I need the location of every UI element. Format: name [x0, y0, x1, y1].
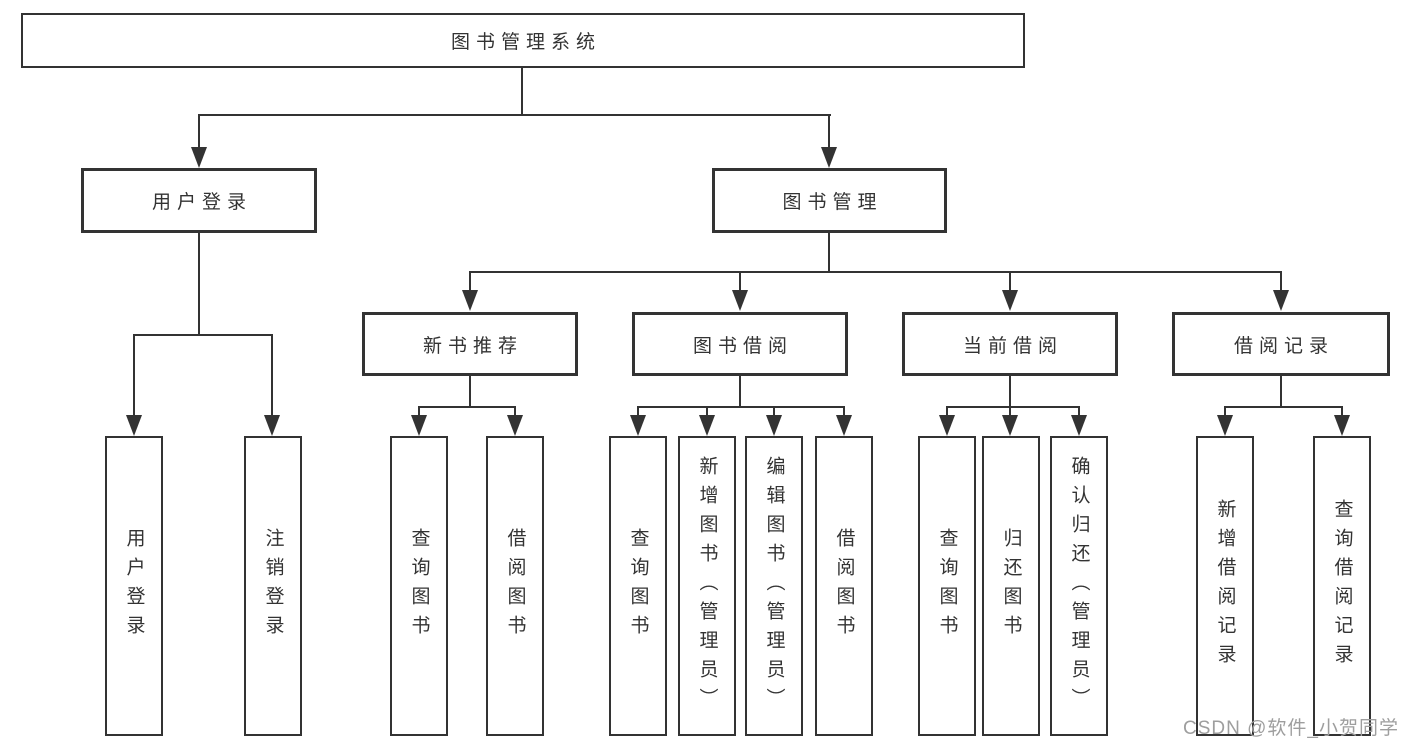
arrowhead-cb-2: [1071, 415, 1087, 436]
node-book-borrow: 图书借阅: [632, 312, 848, 376]
connector-stub-bb-2: [773, 406, 775, 417]
connector-stub-bb-0: [637, 406, 639, 417]
connector-stub-new-books: [469, 271, 471, 292]
connector-book-mgmt-down: [828, 233, 830, 273]
leaf-borrow-borrow-book-label: 借阅图书: [833, 528, 855, 644]
leaf-user-login-label: 用户登录: [123, 528, 145, 644]
arrowhead-bb-1: [699, 415, 715, 436]
leaf-borrow-edit-book: 编辑图书（管理员）: [745, 436, 803, 736]
node-current-borrow-label: 当前借阅: [962, 335, 1063, 357]
node-root-label: 图书管理系统: [450, 32, 601, 53]
connector-stub-br-1: [1341, 406, 1343, 417]
connector-stub-book-mgmt: [828, 114, 830, 148]
leaf-borrow-borrow-book: 借阅图书: [815, 436, 873, 736]
arrowhead-bb-0: [630, 415, 646, 436]
connector-stub-br-0: [1224, 406, 1226, 417]
connector-current-borrow-rail: [946, 406, 1080, 408]
connector-new-books-rail: [418, 406, 516, 408]
leaf-records-add: 新增借阅记录: [1196, 436, 1254, 736]
leaf-current-confirm-return: 确认归还（管理员）: [1050, 436, 1108, 736]
connector-borrow-records-rail: [1224, 406, 1343, 408]
connector-stub-bb-1: [706, 406, 708, 417]
node-book-management: 图书管理: [712, 168, 947, 233]
arrowhead-bb-3: [836, 415, 852, 436]
connector-level2-rail: [198, 114, 831, 116]
leaf-logout-label: 注销登录: [262, 528, 284, 644]
leaf-current-return-label: 归还图书: [1000, 528, 1022, 644]
node-user-login: 用户登录: [81, 168, 317, 233]
connector-stub-bb-3: [843, 406, 845, 417]
leaf-logout: 注销登录: [244, 436, 302, 736]
connector-stub-cb-1: [1009, 406, 1011, 417]
connector-stub-current-borrow: [1009, 271, 1011, 292]
connector-stub-leaf-login: [133, 334, 135, 417]
node-new-book-recommend-label: 新书推荐: [422, 335, 523, 357]
arrowhead-cb-0: [939, 415, 955, 436]
node-borrow-records: 借阅记录: [1172, 312, 1390, 376]
leaf-borrow-query-label: 查询图书: [627, 528, 649, 644]
leaf-current-query: 查询图书: [918, 436, 976, 736]
arrowhead-cb-1: [1002, 415, 1018, 436]
arrowhead-user-login: [191, 147, 207, 168]
leaf-records-query-label: 查询借阅记录: [1331, 499, 1353, 673]
connector-stub-cb-0: [946, 406, 948, 417]
leaf-current-confirm-return-label: 确认归还（管理员）: [1068, 455, 1090, 717]
leaf-current-return: 归还图书: [982, 436, 1040, 736]
node-user-login-label: 用户登录: [151, 192, 252, 213]
arrowhead-current-borrow: [1002, 290, 1018, 311]
leaf-borrow-edit-book-label: 编辑图书（管理员）: [763, 455, 785, 717]
node-root: 图书管理系统: [21, 13, 1025, 68]
connector-stub-nb-1: [514, 406, 516, 417]
leaf-records-add-label: 新增借阅记录: [1214, 499, 1236, 673]
leaf-user-login: 用户登录: [105, 436, 163, 736]
node-current-borrow: 当前借阅: [902, 312, 1118, 376]
connector-borrow-records-down: [1280, 376, 1282, 407]
arrowhead-leaf-logout: [264, 415, 280, 436]
connector-stub-user-login: [198, 114, 200, 148]
connector-user-login-down: [198, 233, 200, 336]
arrowhead-book-borrow: [732, 290, 748, 311]
leaf-borrow-add-book-label: 新增图书（管理员）: [696, 455, 718, 717]
connector-stub-borrow-records: [1280, 271, 1282, 292]
arrowhead-leaf-login: [126, 415, 142, 436]
leaf-records-query: 查询借阅记录: [1313, 436, 1371, 736]
arrowhead-borrow-records: [1273, 290, 1289, 311]
watermark: CSDN @软件_小贺同学: [1183, 718, 1399, 739]
connector-root-down: [521, 68, 523, 116]
connector-stub-book-borrow: [739, 271, 741, 292]
arrowhead-nb-0: [411, 415, 427, 436]
arrowhead-br-0: [1217, 415, 1233, 436]
leaf-newbook-query: 查询图书: [390, 436, 448, 736]
arrowhead-br-1: [1334, 415, 1350, 436]
connector-stub-nb-0: [418, 406, 420, 417]
leaf-newbook-borrow-label: 借阅图书: [504, 528, 526, 644]
arrowhead-new-books: [462, 290, 478, 311]
arrowhead-book-mgmt: [821, 147, 837, 168]
node-new-book-recommend: 新书推荐: [362, 312, 578, 376]
arrowhead-nb-1: [507, 415, 523, 436]
leaf-current-query-label: 查询图书: [936, 528, 958, 644]
connector-current-borrow-down: [1009, 376, 1011, 407]
leaf-newbook-borrow: 借阅图书: [486, 436, 544, 736]
arrowhead-bb-2: [766, 415, 782, 436]
connector-stub-leaf-logout: [271, 334, 273, 417]
node-borrow-records-label: 借阅记录: [1233, 335, 1334, 357]
node-book-management-label: 图书管理: [782, 192, 883, 213]
connector-book-borrow-down: [739, 376, 741, 407]
node-book-borrow-label: 图书借阅: [692, 335, 793, 357]
leaf-borrow-add-book: 新增图书（管理员）: [678, 436, 736, 736]
leaf-borrow-query: 查询图书: [609, 436, 667, 736]
connector-book-borrow-rail: [637, 406, 845, 408]
connector-user-login-rail: [133, 334, 273, 336]
connector-stub-cb-2: [1078, 406, 1080, 417]
leaf-newbook-query-label: 查询图书: [408, 528, 430, 644]
connector-new-books-down: [469, 376, 471, 407]
connector-level3-rail: [469, 271, 1282, 273]
